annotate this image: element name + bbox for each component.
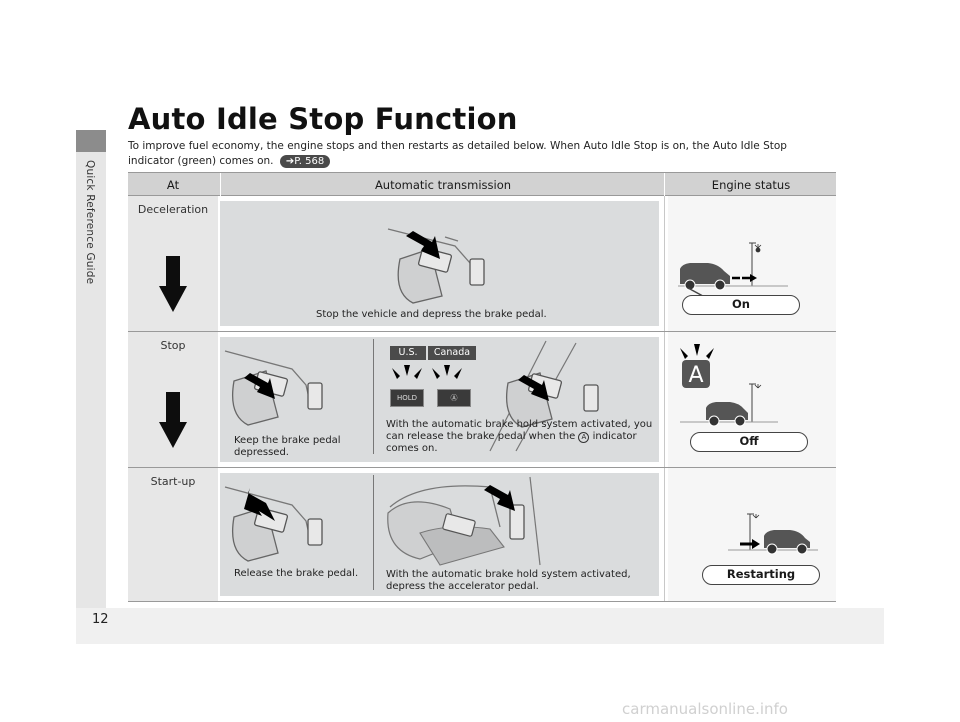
- hold-indicator: HOLD: [390, 389, 424, 407]
- column-divider: [664, 332, 665, 467]
- engine-status-cell: A Off: [668, 332, 836, 467]
- brake-pedal-release-icon: [489, 340, 599, 452]
- brake-pedal-lift-icon: [224, 486, 323, 562]
- row3-caption-left: Release the brake pedal.: [234, 568, 359, 579]
- at-cell: Deceleration: [128, 196, 218, 331]
- auto-brake-hold-icon: A: [578, 432, 590, 443]
- region-tab-us: U.S.: [390, 346, 426, 360]
- intro-body: To improve fuel economy, the engine stop…: [128, 140, 787, 167]
- engine-status-cell: Restarting: [668, 468, 836, 601]
- table-row-start-up: Start-up Release the brake pedal. W: [128, 468, 836, 602]
- indicator-flash-icon: [392, 365, 462, 379]
- car-restarting-icon: [728, 513, 818, 555]
- header-divider: [220, 173, 221, 197]
- column-header-at: At: [166, 178, 180, 192]
- table-row-deceleration: Deceleration Stop the vehicle and depres…: [128, 196, 836, 332]
- row2-caption-right: With the automatic brake hold system act…: [386, 419, 654, 455]
- footer-band: [76, 608, 884, 644]
- auto-brake-hold-indicator-icon: Ⓐ: [437, 389, 471, 407]
- watermark: carmanualsonline.info: [622, 700, 788, 718]
- header-divider: [664, 173, 665, 197]
- car-stopped-icon: A: [680, 344, 778, 427]
- intro-text: To improve fuel economy, the engine stop…: [128, 139, 828, 169]
- at-cell: Start-up: [128, 468, 218, 601]
- svg-text:A: A: [688, 363, 703, 388]
- illustration-panel: Release the brake pedal. With the automa…: [220, 473, 659, 596]
- at-label: Stop: [160, 339, 186, 352]
- sidebar-label: Quick Reference Guide: [84, 160, 96, 285]
- page-title: Auto Idle Stop Function: [128, 102, 518, 136]
- engine-status-off-badge: Off: [690, 432, 808, 452]
- section-tab: [76, 130, 106, 152]
- table-header: At Automatic transmission Engine status: [128, 172, 836, 197]
- region-tab-canada: Canada: [428, 346, 476, 360]
- illustration-panel: Stop the vehicle and depress the brake p…: [220, 201, 659, 326]
- engine-status-on-badge: On: [682, 295, 800, 315]
- down-arrow-icon: [159, 392, 187, 448]
- column-header-transmission: Automatic transmission: [374, 178, 512, 192]
- row2-caption-left: Keep the brake pedal depressed.: [234, 435, 341, 458]
- brake-pedal-press-icon: [387, 228, 485, 304]
- column-divider: [664, 196, 665, 331]
- illustration-divider: [373, 475, 374, 590]
- down-arrow-icon: [159, 256, 187, 312]
- engine-status-restarting-badge: Restarting: [702, 565, 820, 585]
- illustration-panel: Keep the brake pedal depressed. U.S. Can…: [220, 337, 659, 462]
- row2-caption-right-end: indicator comes on.: [386, 431, 637, 454]
- row3-caption-right: With the automatic brake hold system act…: [386, 569, 631, 592]
- accelerator-pedal-press-icon: [387, 476, 541, 566]
- row1-caption: Stop the vehicle and depress the brake p…: [316, 309, 547, 320]
- table-row-stop: Stop Keep the brake pedal depressed. U.S…: [128, 332, 836, 468]
- page-number: 12: [92, 612, 109, 627]
- row2-caption-right-text: With the automatic brake hold system act…: [386, 419, 653, 442]
- at-label: Start-up: [150, 475, 196, 488]
- engine-status-cell: On: [668, 196, 836, 331]
- car-driving-icon: [678, 242, 788, 301]
- page-reference-link[interactable]: ➔P. 568: [279, 155, 331, 168]
- at-cell: Stop: [128, 332, 218, 467]
- column-header-engine-status: Engine status: [711, 178, 791, 192]
- column-divider: [664, 468, 665, 601]
- illustration-divider: [373, 339, 374, 454]
- at-label: Deceleration: [137, 203, 209, 216]
- page-reference-label: P. 568: [294, 156, 325, 167]
- brake-pedal-hold-icon: [224, 350, 323, 426]
- auto-idle-stop-table: At Automatic transmission Engine status …: [128, 172, 836, 602]
- sidebar: [76, 130, 106, 608]
